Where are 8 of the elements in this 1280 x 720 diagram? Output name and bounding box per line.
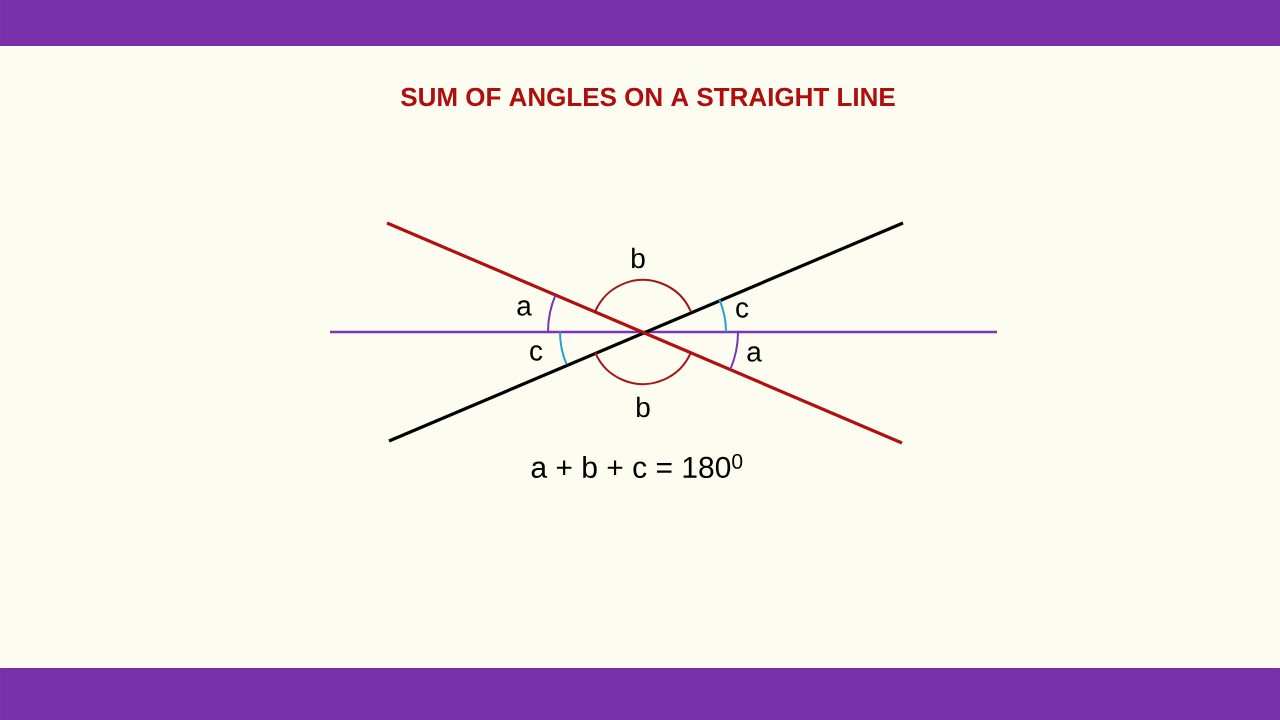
title: SUM OF ANGLES ON A STRAIGHT LINE [401,87,895,107]
angle-label: a [747,346,762,362]
angle-label: c [736,302,749,318]
equation: a + b + c = 180$^{0}$ [531,454,743,478]
angle-label: c [530,345,543,361]
angle-label: a [517,300,532,316]
angle-label: b [632,247,645,269]
angle-label: b [637,396,650,418]
